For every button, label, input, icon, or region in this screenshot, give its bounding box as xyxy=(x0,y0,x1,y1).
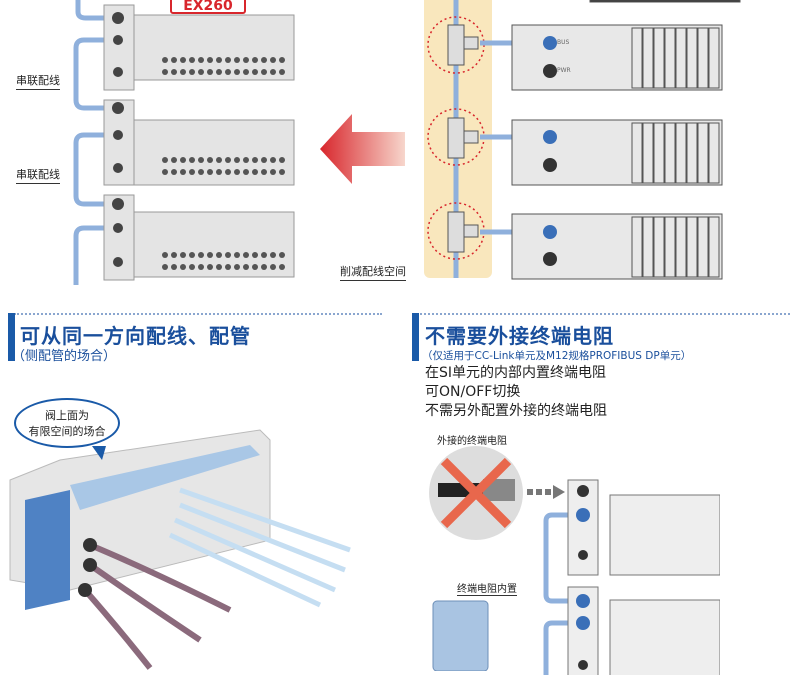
serial-wiring-label: 串联配线 xyxy=(16,72,60,90)
callout-pointer xyxy=(92,446,106,460)
description-line: 在SI单元的内部内置终端电阻 xyxy=(425,365,607,381)
divider xyxy=(14,313,382,315)
section-title: 可从同一方向配线、配管 xyxy=(20,324,251,348)
ex260-badge: EX260 xyxy=(170,0,246,14)
arrow-left-icon xyxy=(320,114,405,184)
branch-wiring-illustration xyxy=(427,0,741,280)
side-piping-manifold-photo xyxy=(9,429,351,670)
section-marker xyxy=(8,313,15,361)
si-unit-photo xyxy=(432,600,489,671)
limited-space-callout: 阀上面为 有限空间的场合 xyxy=(14,398,120,448)
callout-line: 有限空间的场合 xyxy=(28,425,106,438)
section-title: 不需要外接终端电阻 xyxy=(425,324,614,348)
divider xyxy=(420,313,790,315)
serial-manifold-illustration xyxy=(73,0,295,285)
builtin-resistor-label: 终端电阻内置 xyxy=(457,580,517,596)
bus-port-label: BUS xyxy=(557,39,570,46)
pwr-port-label: PWR xyxy=(557,67,571,74)
reduce-wiring-space-label: 削减配线空间 xyxy=(340,263,406,281)
dashed-arrow-icon xyxy=(527,485,565,499)
section-subtitle: （仅适用于CC-Link单元及M12规格PROFIBUS DP单元） xyxy=(422,350,692,362)
external-resistor-crossed-icon xyxy=(429,446,523,540)
description-line: 可ON/OFF切换 xyxy=(425,384,521,400)
serial-wiring-label: 串联配线 xyxy=(16,166,60,184)
builtin-resistor-manifold-illustration xyxy=(543,479,720,675)
external-resistor-label: 外接的终端电阻 xyxy=(437,436,507,447)
section-marker xyxy=(412,313,419,361)
description-line: 不需另外配置外接的终端电阻 xyxy=(425,403,607,419)
description: 在SI单元的内部内置终端电阻 可ON/OFF切换 不需另外配置外接的终端电阻 xyxy=(425,364,607,421)
callout-line: 阀上面为 xyxy=(45,409,89,422)
section-subtitle: （侧配管的场合） xyxy=(12,349,117,364)
